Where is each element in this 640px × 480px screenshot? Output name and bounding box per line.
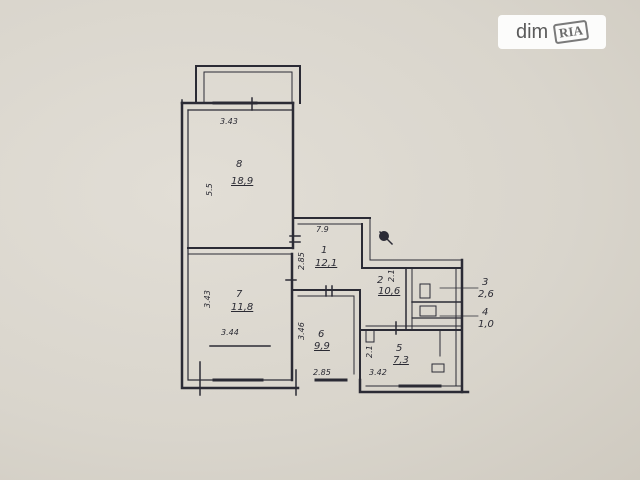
room-5-area: 7,3 — [393, 355, 409, 366]
dim-room7-length: 3.43 — [203, 290, 212, 308]
dim-room8-length: 5.5 — [205, 183, 214, 196]
room-3-number: 3 — [482, 277, 489, 288]
dim-partition: 2.85 — [297, 252, 306, 270]
dim-room2-width: 2.1 — [387, 269, 396, 282]
dim-room8-width: 3.43 — [220, 117, 238, 126]
dim-room7-width: 3.44 — [221, 328, 239, 337]
watermark-brand: dim — [515, 20, 549, 43]
room-7-number: 7 — [236, 289, 243, 300]
room-2-number: 2 — [377, 275, 384, 286]
dim-room6-width: 2.85 — [313, 368, 331, 377]
dim-room5-width: 3.42 — [369, 368, 387, 377]
room-4-area: 1,0 — [478, 319, 494, 330]
room-5-number: 5 — [396, 343, 403, 354]
room-8-area: 18,9 — [231, 176, 254, 187]
room-6-number: 6 — [318, 329, 325, 340]
room-3-area: 2,6 — [478, 289, 494, 300]
room-6-area: 9,9 — [314, 341, 330, 352]
room-4-number: 4 — [482, 307, 489, 318]
dim-ria-watermark: dim RIA — [498, 15, 606, 49]
dim-room6-length: 3.46 — [297, 322, 306, 340]
room-1-area: 12,1 — [315, 258, 338, 269]
room-8-number: 8 — [236, 159, 243, 170]
room-2-area: 10,6 — [378, 286, 401, 297]
watermark-badge: RIA — [552, 19, 590, 45]
room-1-number: 1 — [321, 245, 328, 256]
dim-room5-length: 2.1 — [365, 345, 374, 358]
room-7-area: 11,8 — [231, 302, 254, 313]
dim-room1-width: 7.9 — [316, 225, 329, 234]
